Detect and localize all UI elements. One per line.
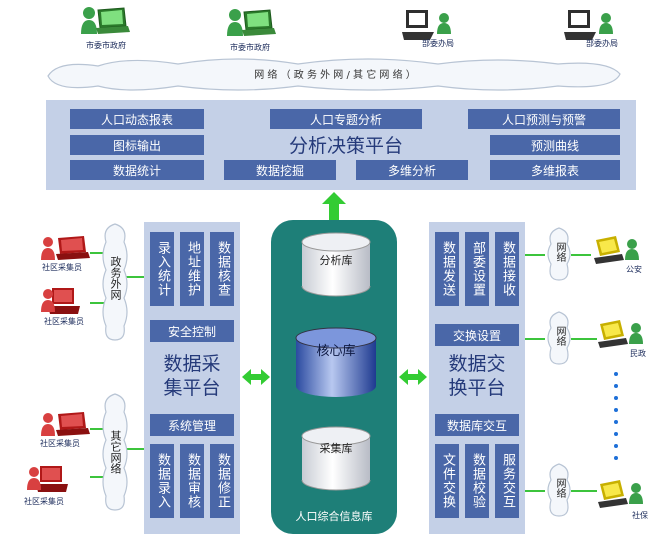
link-line	[571, 490, 597, 492]
desktop-user-icon	[598, 320, 643, 348]
link-line	[90, 476, 104, 478]
right-client-1: 公安	[590, 234, 650, 278]
left-client-1: 社区采集员	[36, 234, 100, 274]
right-client-3: 社保	[594, 478, 654, 526]
right-network-label: 网络	[554, 326, 565, 346]
analysis-item: 人口动态报表	[70, 109, 204, 129]
exchange-top-item: 部委设置	[465, 232, 489, 306]
analysis-item: 图标输出	[70, 135, 204, 155]
desktop-user-icon	[27, 466, 68, 492]
link-line	[126, 448, 146, 450]
database-cylinder-label: 核心库	[316, 344, 356, 359]
client-label: 社区采集员	[40, 439, 80, 448]
link-line	[90, 428, 104, 430]
double-arrow-icon	[399, 369, 427, 385]
exchange-bottom-item: 文件交换	[435, 444, 459, 518]
collection-top-item: 录入统计	[150, 232, 174, 306]
client-label: 社区采集员	[44, 317, 84, 326]
top-user-2: 市委市政府	[222, 6, 292, 54]
top-user-1: 市委市政府	[76, 4, 146, 52]
client-label: 社区采集员	[24, 497, 64, 506]
left-network-label-1: 政务外网	[109, 256, 122, 300]
laptop-user-icon	[227, 9, 276, 36]
analysis-platform-title: 分析决策平台	[288, 134, 403, 157]
database-title: 人口综合信息库	[295, 510, 373, 523]
client-label: 民政	[630, 349, 646, 358]
top-network-cloud	[47, 58, 621, 91]
desktop-user-icon	[564, 10, 613, 40]
link-line	[90, 302, 104, 304]
laptop-user-icon	[41, 236, 90, 260]
collection-bottom-item: 数据修正	[210, 444, 234, 518]
client-label: 社区采集员	[42, 263, 82, 272]
top-network-label: 网 络 （ 政 务 外 网 / 其 它 网 络 ）	[254, 70, 416, 81]
link-line	[571, 254, 591, 256]
double-arrow-icon	[242, 369, 270, 385]
desktop-user-icon	[594, 236, 639, 264]
link-line	[525, 490, 545, 492]
link-line	[126, 276, 146, 278]
db-exchange: 数据库交互	[435, 414, 519, 436]
left-client-3: 社区采集员	[36, 410, 100, 450]
exchange-platform-title: 数据交 换平台	[448, 353, 506, 399]
right-network-label: 网络	[554, 478, 565, 498]
link-line	[90, 252, 104, 254]
left-client-4: 社区采集员	[20, 462, 90, 510]
right-network-cloud-1	[547, 227, 571, 281]
left-network-cloud-2	[102, 393, 128, 511]
exchange-top-item: 数据接收	[495, 232, 519, 306]
database-cylinder-icon	[301, 232, 371, 297]
right-network-label: 网络	[554, 242, 565, 262]
database-cylinder-icon	[301, 426, 371, 491]
database-cylinder-icon	[295, 327, 377, 397]
top-user-label: 部委办局	[422, 39, 454, 48]
exchange-setting: 交换设置	[435, 324, 519, 346]
desktop-user-icon	[41, 288, 80, 314]
link-line	[525, 254, 545, 256]
analysis-item: 多维分析	[356, 160, 468, 180]
left-client-2: 社区采集员	[40, 284, 104, 328]
top-user-3: 部委办局	[400, 8, 470, 54]
top-user-4: 部委办局	[562, 8, 632, 54]
analysis-item: 数据统计	[70, 160, 204, 180]
client-label: 公安	[626, 265, 642, 274]
right-network-cloud-3	[547, 463, 571, 517]
left-network-label-2: 其它网络	[109, 430, 122, 474]
client-label: 社保	[632, 511, 648, 520]
analysis-item: 预测曲线	[490, 135, 620, 155]
analysis-item: 数据挖掘	[224, 160, 336, 180]
top-user-label: 市委市政府	[86, 41, 126, 50]
security-control: 安全控制	[150, 320, 234, 342]
desktop-user-icon	[598, 480, 643, 508]
collection-platform-title: 数据采 集平台	[163, 353, 221, 399]
up-arrow-icon	[322, 192, 346, 220]
system-management: 系统管理	[150, 414, 234, 436]
exchange-bottom-item: 服务交互	[495, 444, 519, 518]
desktop-user-icon	[402, 10, 451, 40]
collection-bottom-item: 数据审核	[180, 444, 204, 518]
exchange-bottom-item: 数据校验	[465, 444, 489, 518]
link-line	[525, 338, 545, 340]
database-cylinder-label: 分析库	[319, 254, 353, 267]
laptop-user-icon	[81, 7, 130, 34]
more-dots-icon	[614, 372, 618, 460]
collection-top-item: 地址维护	[180, 232, 204, 306]
top-user-label: 市委市政府	[230, 43, 270, 52]
laptop-user-icon	[41, 412, 90, 436]
top-user-label: 部委办局	[586, 39, 618, 48]
collection-bottom-item: 数据录入	[150, 444, 174, 518]
right-client-2: 民政	[594, 318, 654, 362]
right-network-cloud-2	[547, 311, 571, 365]
collection-top-item: 数据核查	[210, 232, 234, 306]
left-network-cloud-1	[102, 223, 128, 341]
exchange-top-item: 数据发送	[435, 232, 459, 306]
link-line	[571, 338, 597, 340]
analysis-item: 多维报表	[490, 160, 620, 180]
analysis-item: 人口预测与预警	[468, 109, 620, 129]
analysis-item: 人口专题分析	[270, 109, 422, 129]
database-cylinder-label: 采集库	[319, 442, 353, 455]
